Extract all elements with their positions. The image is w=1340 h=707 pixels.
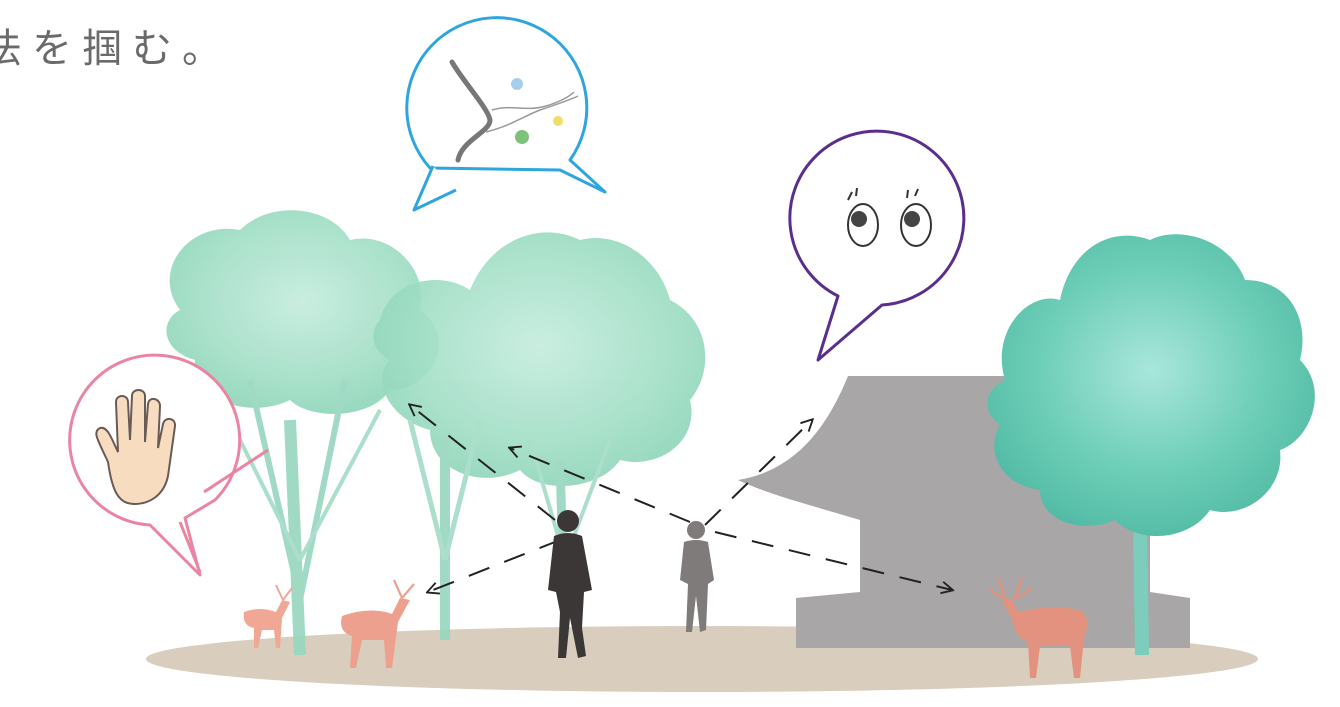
sight-bubble — [790, 131, 964, 360]
smell-bubble — [407, 18, 605, 210]
person-light — [680, 521, 714, 632]
tree-middle — [373, 232, 705, 640]
